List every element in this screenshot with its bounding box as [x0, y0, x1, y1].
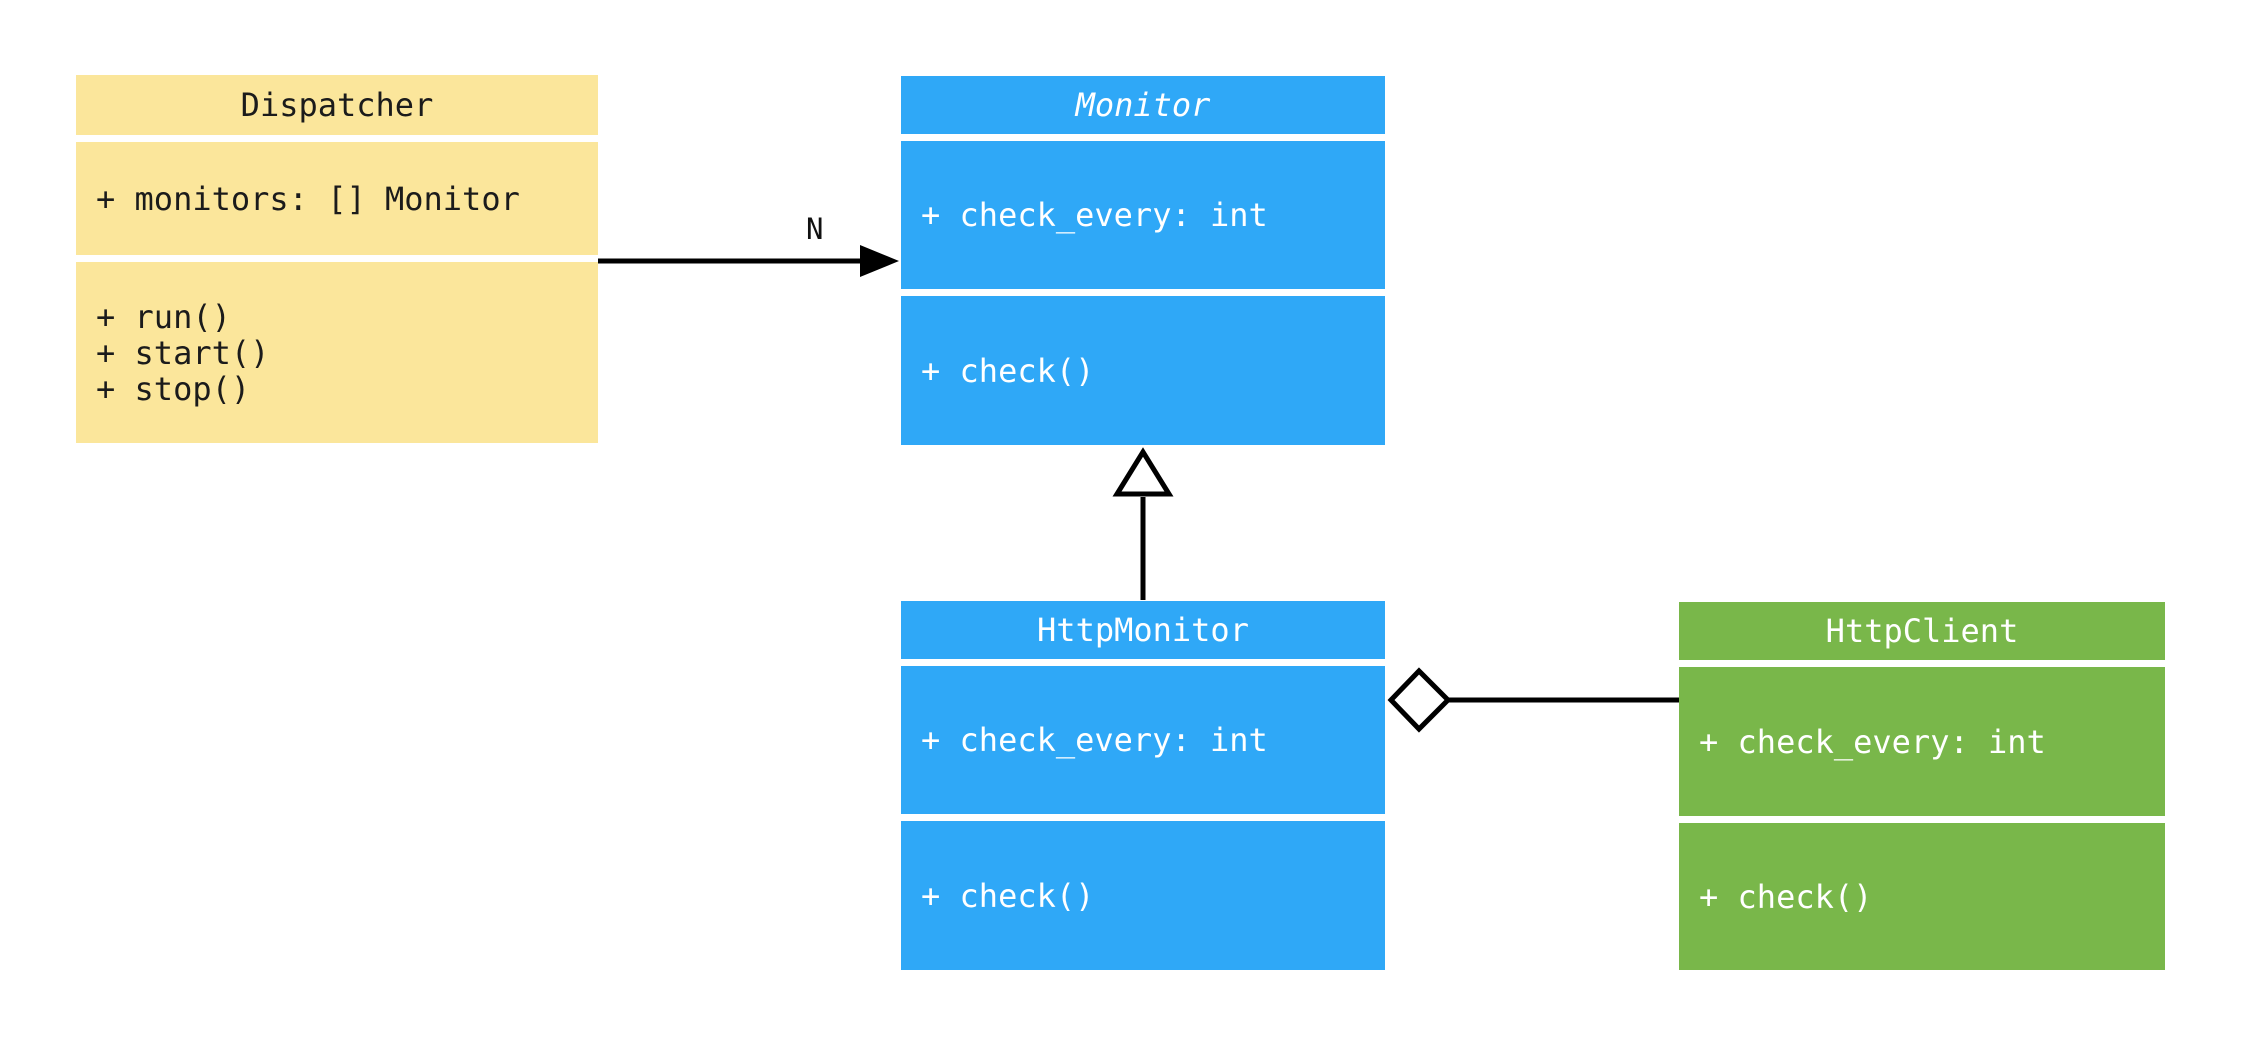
- method-check: + check(): [1699, 877, 1873, 916]
- class-methods-monitor: + check(): [901, 296, 1385, 445]
- hollow-diamond-icon: [1387, 667, 1452, 733]
- attribute-check-every: + check_every: int: [921, 196, 1268, 234]
- association-dispatcher-monitor: [598, 245, 899, 277]
- class-box-dispatcher: Dispatcher + monitors: [] Monitor + run(…: [76, 75, 598, 443]
- method-run: + run(): [96, 297, 231, 336]
- class-methods-dispatcher: + run() + start() + stop(): [76, 262, 598, 443]
- class-attributes-dispatcher: + monitors: [] Monitor: [76, 142, 598, 255]
- attribute-check-every: + check_every: int: [1699, 722, 2046, 761]
- filled-arrowhead-icon: [860, 245, 899, 277]
- class-title-dispatcher: Dispatcher: [76, 75, 598, 135]
- class-title-monitor: Monitor: [901, 76, 1385, 134]
- aggregation-httpmonitor-httpclient: [1387, 667, 1679, 733]
- association-multiplicity-label: N: [806, 212, 824, 246]
- method-start: + start(): [96, 333, 270, 372]
- method-stop: + stop(): [96, 369, 251, 408]
- hollow-triangle-icon: [1112, 447, 1174, 497]
- class-attributes-httpmonitor: + check_every: int: [901, 666, 1385, 814]
- class-title-httpclient: HttpClient: [1679, 602, 2165, 660]
- method-check: + check(): [921, 351, 1095, 390]
- class-box-monitor: Monitor + check_every: int + check(): [901, 76, 1385, 445]
- class-box-httpclient: HttpClient + check_every: int + check(): [1679, 602, 2165, 970]
- class-title-httpmonitor: HttpMonitor: [901, 601, 1385, 659]
- class-methods-httpclient: + check(): [1679, 823, 2165, 970]
- method-check: + check(): [921, 876, 1095, 915]
- attribute-check-every: + check_every: int: [921, 721, 1268, 759]
- class-methods-httpmonitor: + check(): [901, 821, 1385, 970]
- inheritance-httpmonitor-monitor: [1112, 447, 1174, 600]
- class-attributes-monitor: + check_every: int: [901, 141, 1385, 289]
- class-box-httpmonitor: HttpMonitor + check_every: int + check(): [901, 601, 1385, 970]
- attribute-monitors: + monitors: [] Monitor: [96, 179, 520, 218]
- class-attributes-httpclient: + check_every: int: [1679, 667, 2165, 816]
